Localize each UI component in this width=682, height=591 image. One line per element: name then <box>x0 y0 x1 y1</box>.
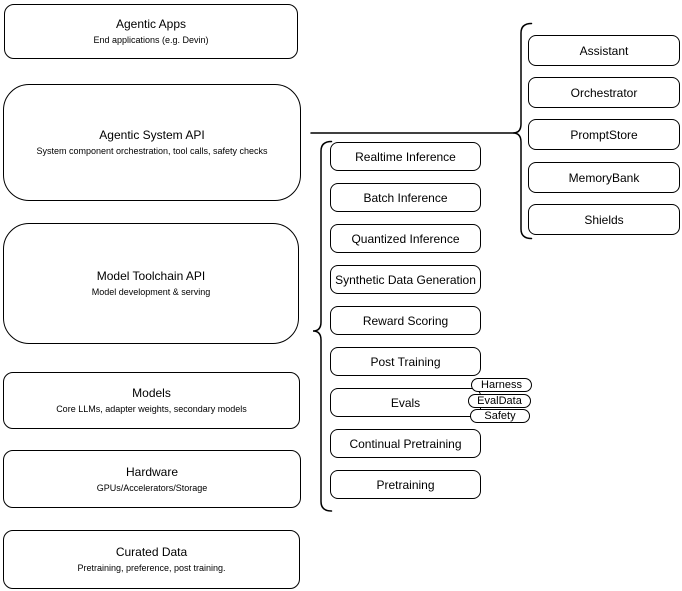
eval-tag-safety: Safety <box>470 409 530 423</box>
eval-tag-harness: Harness <box>471 378 532 392</box>
layer-box-curated-data: Curated Data Pretraining, preference, po… <box>3 530 300 589</box>
service-box-evals: Evals <box>330 388 481 417</box>
service-label: Continual Pretraining <box>349 436 462 451</box>
service-box-quantized-inference: Quantized Inference <box>330 224 481 253</box>
layer-title: Hardware <box>125 464 179 479</box>
component-box-memorybank: MemoryBank <box>528 162 680 193</box>
service-label: Reward Scoring <box>362 313 449 328</box>
tag-label: EvalData <box>477 394 522 407</box>
component-label: Assistant <box>579 43 629 58</box>
component-label: PromptStore <box>570 127 638 142</box>
component-box-assistant: Assistant <box>528 35 680 66</box>
component-box-promptstore: PromptStore <box>528 119 680 150</box>
layer-box-hardware: Hardware GPUs/Accelerators/Storage <box>3 450 301 508</box>
layer-title: Agentic System API <box>99 128 205 142</box>
service-label: Realtime Inference <box>355 149 456 164</box>
layer-subtitle: GPUs/Accelerators/Storage <box>96 482 208 493</box>
layer-box-agentic-apps: Agentic Apps End applications (e.g. Devi… <box>4 4 298 59</box>
layer-box-agentic-system-api: Agentic System API System component orch… <box>3 84 301 201</box>
service-box-post-training: Post Training <box>330 347 481 376</box>
toolchain-services-brace <box>312 140 333 512</box>
tag-label: Harness <box>481 378 522 391</box>
layer-subtitle: End applications (e.g. Devin) <box>93 35 209 45</box>
layer-subtitle: Model development & serving <box>91 287 211 297</box>
layer-box-model-toolchain-api: Model Toolchain API Model development & … <box>3 223 299 344</box>
service-box-synthetic-data-generation: Synthetic Data Generation <box>330 265 481 294</box>
component-label: MemoryBank <box>568 170 640 185</box>
service-label: Evals <box>390 395 421 410</box>
layer-title: Curated Data <box>115 545 188 559</box>
layer-subtitle: System component orchestration, tool cal… <box>36 146 268 156</box>
layer-subtitle: Pretraining, preference, post training. <box>77 563 226 573</box>
component-label: Shields <box>584 212 624 227</box>
component-box-shields: Shields <box>528 204 680 235</box>
service-label: Synthetic Data Generation <box>335 272 476 287</box>
layer-title: Model Toolchain API <box>96 269 206 283</box>
layer-title: Agentic Apps <box>115 17 187 31</box>
service-box-batch-inference: Batch Inference <box>330 183 481 212</box>
service-box-realtime-inference: Realtime Inference <box>330 142 481 171</box>
service-box-reward-scoring: Reward Scoring <box>330 306 481 335</box>
service-box-continual-pretraining: Continual Pretraining <box>330 429 481 458</box>
tag-label: Safety <box>484 409 516 422</box>
service-label: Batch Inference <box>363 190 448 205</box>
layer-title: Models <box>132 386 171 400</box>
service-label: Post Training <box>370 354 441 369</box>
eval-tag-evaldata: EvalData <box>468 394 531 408</box>
layer-subtitle: Core LLMs, adapter weights, secondary mo… <box>56 404 247 414</box>
service-box-pretraining: Pretraining <box>330 470 481 499</box>
component-label: Orchestrator <box>570 85 638 100</box>
component-box-orchestrator: Orchestrator <box>528 77 680 108</box>
service-label: Quantized Inference <box>351 231 460 246</box>
service-label: Pretraining <box>376 477 435 492</box>
layer-box-models: Models Core LLMs, adapter weights, secon… <box>3 372 300 429</box>
